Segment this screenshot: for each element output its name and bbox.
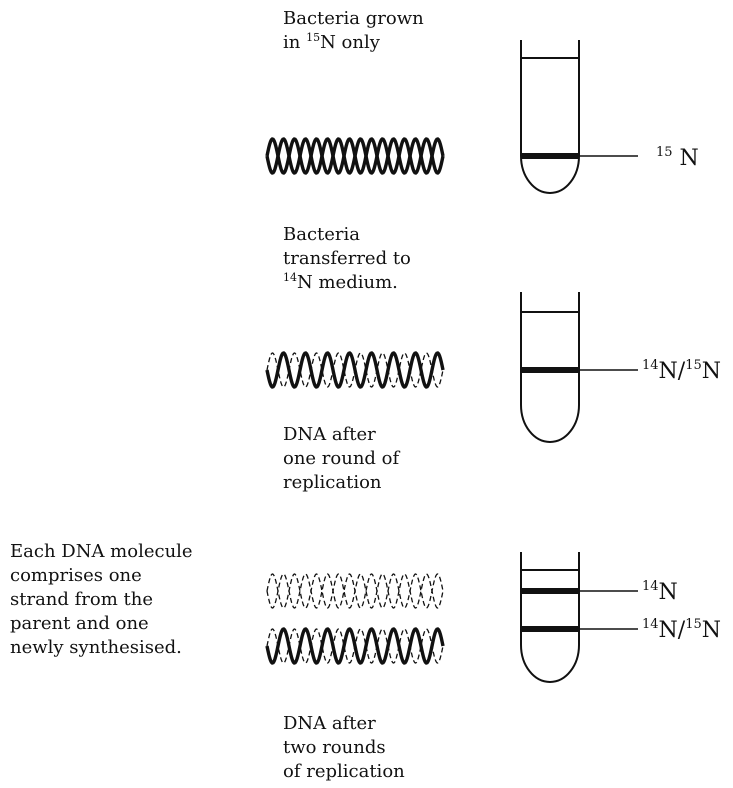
molecule-explanation-line3: strand from the [10,589,154,610]
molecule-explanation-line2: comprises one [10,565,142,586]
dna-strand-b [266,628,444,664]
dna-helix-14n-14n [266,573,444,609]
stage3-caption-line1: DNA after [283,424,376,445]
dna-helix-15n-15n [265,137,445,175]
stage2-caption: Bacteria transferred to 14N medium. [283,223,411,295]
stage2-caption-line1: Bacteria [283,224,361,245]
stage2-caption-line2: transferred to [283,248,411,269]
stage1-caption-line2: in 15N only [283,31,380,53]
band-label-14n-15n-lower: 14N/15N [642,617,722,643]
stage1-caption: Bacteria grown in 15N only [283,7,424,55]
band-label-14n-15n: 14N/15N [642,358,722,384]
stage3-caption-line3: replication [283,472,382,493]
stage3-caption-line2: one round of [283,448,400,469]
band-label-15n: 15 N [656,145,699,171]
band-label-14n: 14N [642,579,678,605]
stage4-caption-line2: two rounds [283,737,386,758]
centrifuge-tube-3 [520,552,580,683]
molecule-explanation: Each DNA molecule comprises one strand f… [10,540,193,660]
dna-helix-14n-15n-second [265,627,445,665]
stage3-caption: DNA after one round of replication [283,423,399,495]
dna-strand-b [266,352,444,388]
dna-helix-14n-15n [265,351,445,389]
centrifuge-tube-1 [520,40,580,194]
stage4-caption-line1: DNA after [283,713,376,734]
stage4-caption-line3: of replication [283,761,405,782]
stage2-caption-line3: 14N medium. [283,271,398,293]
stage1-caption-line1: Bacteria grown [283,8,424,29]
molecule-explanation-line4: parent and one [10,613,149,634]
dna-strand-b [265,137,445,175]
molecule-explanation-line1: Each DNA molecule [10,541,193,562]
dna-strand-b [266,573,444,609]
centrifuge-tube-2 [520,292,580,443]
stage4-caption: DNA after two rounds of replication [283,712,405,784]
molecule-explanation-line5: newly synthesised. [10,637,182,658]
